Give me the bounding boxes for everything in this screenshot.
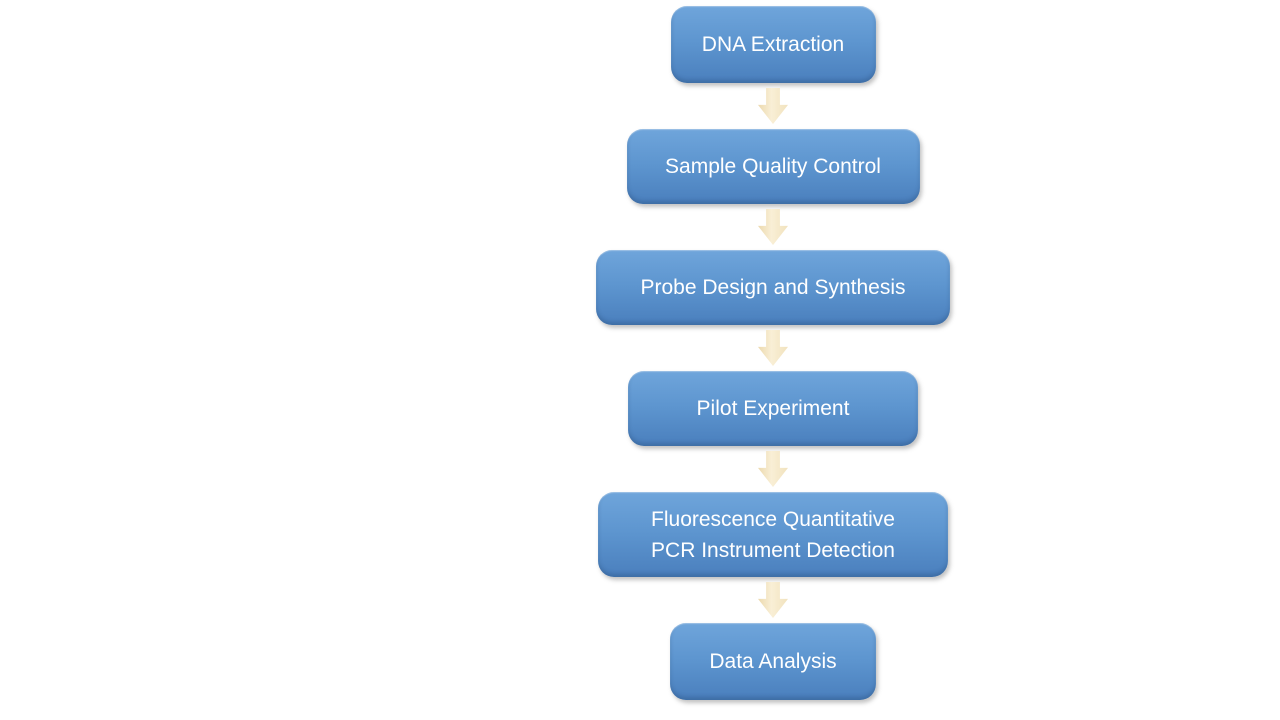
flow-step-label: Data Analysis xyxy=(709,650,837,673)
down-arrow-icon xyxy=(758,451,788,487)
down-arrow-icon xyxy=(758,330,788,366)
down-arrow-icon xyxy=(758,209,788,245)
down-arrow-icon xyxy=(758,88,788,124)
flow-step-sample-quality-control: Sample Quality Control xyxy=(626,129,920,204)
flow-step-label: Pilot Experiment xyxy=(696,397,850,420)
flow-step-pilot-experiment: Pilot Experiment xyxy=(628,371,918,446)
flow-step-label: DNA Extraction xyxy=(701,33,845,56)
flow-step-label: PCR Instrument Detection xyxy=(651,538,895,562)
down-arrow-icon xyxy=(758,582,788,618)
flow-step-label: Fluorescence Quantitative xyxy=(651,507,895,531)
flow-step-label: Probe Design and Synthesis xyxy=(640,276,906,299)
flow-step-probe-design-and-synthesis: Probe Design and Synthesis xyxy=(596,250,950,325)
flow-step-label: Sample Quality Control xyxy=(665,155,881,178)
flow-step-data-analysis: Data Analysis xyxy=(670,623,876,700)
flow-step-fluorescence-quantitative-pcr-instrument-detection: Fluorescence Quantitative PCR Instrument… xyxy=(598,492,948,577)
flowchart: DNA Extraction Sample Quality Control Pr… xyxy=(596,6,950,700)
flow-step-dna-extraction: DNA Extraction xyxy=(670,6,876,83)
